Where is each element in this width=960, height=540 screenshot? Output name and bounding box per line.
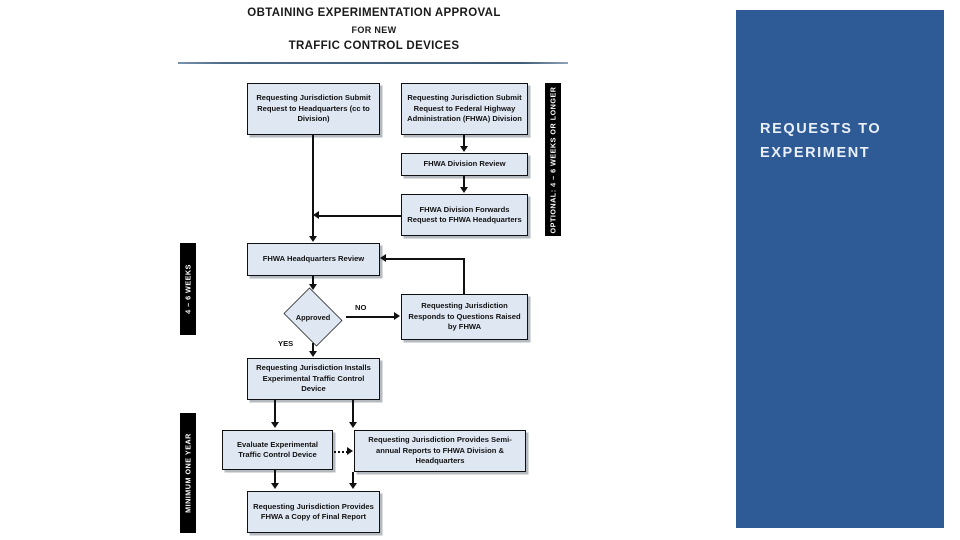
node-fhwa-division-forwards: FHWA Division Forwards Request to FHWA H… bbox=[401, 194, 528, 236]
arrowhead-into-evaluate-device bbox=[270, 422, 279, 428]
timebar-optional-4-6-weeks-or-longer: OPTIONAL: 4 – 6 WEEKS OR LONGER bbox=[545, 83, 561, 236]
connector-feedback-up bbox=[463, 258, 466, 295]
arrowhead-into-division-review bbox=[459, 146, 468, 152]
timebar-4-6-weeks: 4 – 6 WEEKS bbox=[180, 243, 196, 335]
title-divider-rule bbox=[178, 62, 568, 64]
arrowhead-into-final-report-left bbox=[270, 483, 279, 489]
timebar-optional-label: OPTIONAL: 4 – 6 WEEKS OR LONGER bbox=[548, 86, 558, 233]
timebar-minimum-one-year-label: MINIMUM ONE YEAR bbox=[183, 433, 193, 513]
node-submit-to-headquarters: Requesting Jurisdiction Submit Request t… bbox=[247, 83, 380, 135]
connector-reports-to-final-report bbox=[352, 472, 355, 484]
slide-title-line-1: OBTAINING EXPERIMENTATION APPROVAL bbox=[247, 7, 501, 19]
node-responds-to-questions: Requesting Jurisdiction Responds to Ques… bbox=[401, 294, 528, 340]
arrowhead-into-final-report-right bbox=[348, 483, 357, 489]
decision-approved-label: Approved bbox=[295, 312, 331, 322]
arrowhead-into-hq-review bbox=[308, 236, 317, 242]
connector-forwards-to-trunk bbox=[319, 215, 401, 218]
connector-hq-review-down bbox=[312, 276, 315, 285]
node-installs-experimental-device: Requesting Jurisdiction Installs Experim… bbox=[247, 358, 380, 400]
connector-installs-to-evaluate bbox=[274, 400, 277, 423]
node-final-report: Requesting Jurisdiction Provides FHWA a … bbox=[247, 491, 380, 533]
arrowhead-forwards-to-trunk bbox=[313, 210, 319, 219]
side-panel-heading: REQUESTS TO EXPERIMENT bbox=[760, 121, 882, 161]
connector-submit-division-down bbox=[463, 135, 466, 147]
slide-title-line-3: TRAFFIC CONTROL DEVICES bbox=[288, 40, 460, 52]
arrowhead-into-installs-device bbox=[308, 351, 317, 357]
arrowhead-into-division-forwards bbox=[459, 187, 468, 193]
connector-installs-to-reports bbox=[352, 400, 355, 423]
connector-evaluate-to-reports-dotted bbox=[334, 451, 348, 453]
node-fhwa-division-review: FHWA Division Review bbox=[401, 153, 528, 176]
connector-yes-branch bbox=[312, 343, 315, 352]
decision-approved: Approved bbox=[280, 287, 346, 347]
connector-submit-hq-down bbox=[312, 135, 315, 237]
node-submit-to-fhwa-division: Requesting Jurisdiction Submit Request t… bbox=[401, 83, 528, 135]
node-evaluate-experimental-device: Evaluate Experimental Traffic Control De… bbox=[222, 430, 333, 470]
node-fhwa-headquarters-review: FHWA Headquarters Review bbox=[247, 243, 380, 276]
edge-label-no: NO bbox=[355, 303, 367, 312]
arrowhead-into-responds-questions bbox=[394, 311, 400, 320]
connector-division-review-down bbox=[463, 176, 466, 188]
edge-label-yes: YES bbox=[278, 339, 294, 348]
arrowhead-dotted-into-reports bbox=[347, 446, 353, 455]
arrowhead-into-diamond bbox=[308, 284, 317, 290]
arrowhead-feedback-into-hq-review bbox=[380, 253, 386, 262]
arrowhead-into-semiannual-reports bbox=[348, 422, 357, 428]
timebar-4-6-weeks-label: 4 – 6 WEEKS bbox=[183, 264, 193, 314]
node-semiannual-reports: Requesting Jurisdiction Provides Semi-an… bbox=[354, 430, 526, 472]
connector-no-branch bbox=[346, 316, 395, 319]
slide-title-line-2: FOR NEW bbox=[351, 25, 397, 35]
side-panel: REQUESTS TO EXPERIMENT bbox=[736, 10, 944, 528]
timebar-minimum-one-year: MINIMUM ONE YEAR bbox=[180, 413, 196, 533]
connector-feedback-left bbox=[386, 258, 465, 261]
connector-evaluate-to-final-report bbox=[274, 470, 277, 484]
